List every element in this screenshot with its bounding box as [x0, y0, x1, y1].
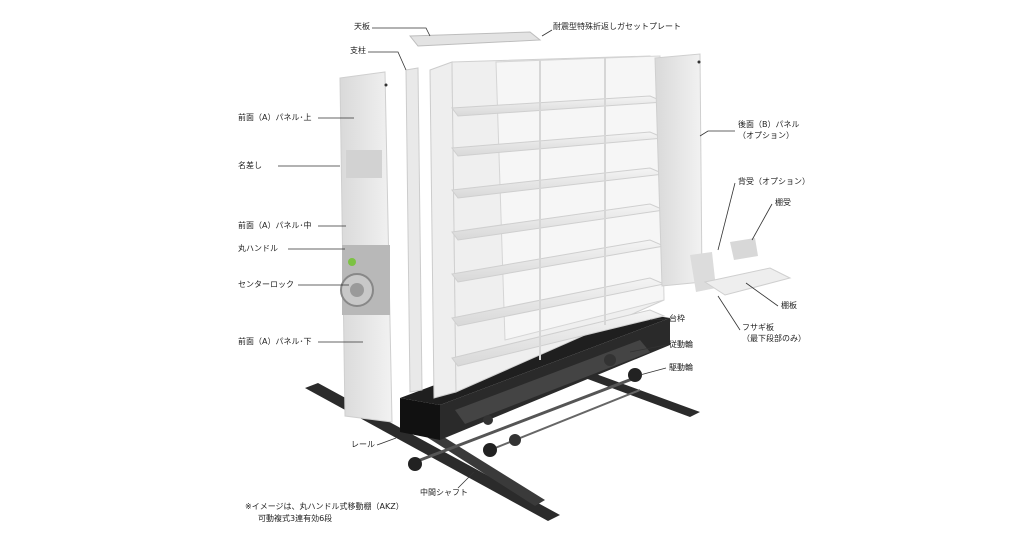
label-fusagi-note: （最下段部のみ）	[742, 334, 806, 343]
label-fusagi: フサギ板	[742, 323, 774, 332]
label-daiwaku: 台枠	[669, 314, 685, 323]
label-shaft: 中間シャフト	[420, 488, 468, 497]
rear-panel-b	[654, 53, 703, 287]
footnote-line-1: ※イメージは、丸ハンドル式移動棚（AKZ）	[245, 502, 404, 511]
leader-lines	[278, 27, 779, 489]
label-rear-b-panel: 後面（B）パネル	[738, 120, 800, 129]
label-front-a-top: 前面（A）パネル･上	[238, 113, 312, 122]
label-judourin: 従動輪	[669, 340, 693, 349]
detail-dot	[697, 60, 701, 64]
label-gusset: 耐震型特殊折返しガセットプレート	[553, 22, 681, 31]
label-kudourin: 駆動輪	[669, 363, 693, 372]
detail-dot	[384, 83, 388, 87]
label-tanaita: 棚板	[781, 301, 797, 310]
center-lock-indicator	[348, 258, 356, 266]
label-shichu: 支柱	[350, 46, 366, 55]
label-tenban: 天板	[354, 22, 370, 31]
name-plate	[346, 150, 382, 178]
front-panel-a	[339, 71, 393, 423]
label-nafuda: 名差し	[238, 161, 262, 170]
label-rail: レール	[351, 440, 375, 449]
label-rear-b-option: （オプション）	[738, 131, 794, 140]
label-front-a-bottom: 前面（A）パネル･下	[238, 337, 312, 346]
shelving-body	[405, 55, 666, 399]
top-board	[408, 31, 542, 47]
label-maru-handle: 丸ハンドル	[238, 244, 278, 253]
shelf-parts	[690, 238, 792, 296]
footnote-line-2: 可動複式3連有効6段	[258, 514, 333, 523]
label-front-a-mid: 前面（A）パネル･中	[238, 221, 312, 230]
label-tanauke: 棚受	[775, 198, 791, 207]
shaft-assembly	[408, 354, 642, 471]
label-seuke-option: 背受（オプション）	[738, 177, 810, 186]
label-center-lock: センターロック	[238, 280, 294, 289]
